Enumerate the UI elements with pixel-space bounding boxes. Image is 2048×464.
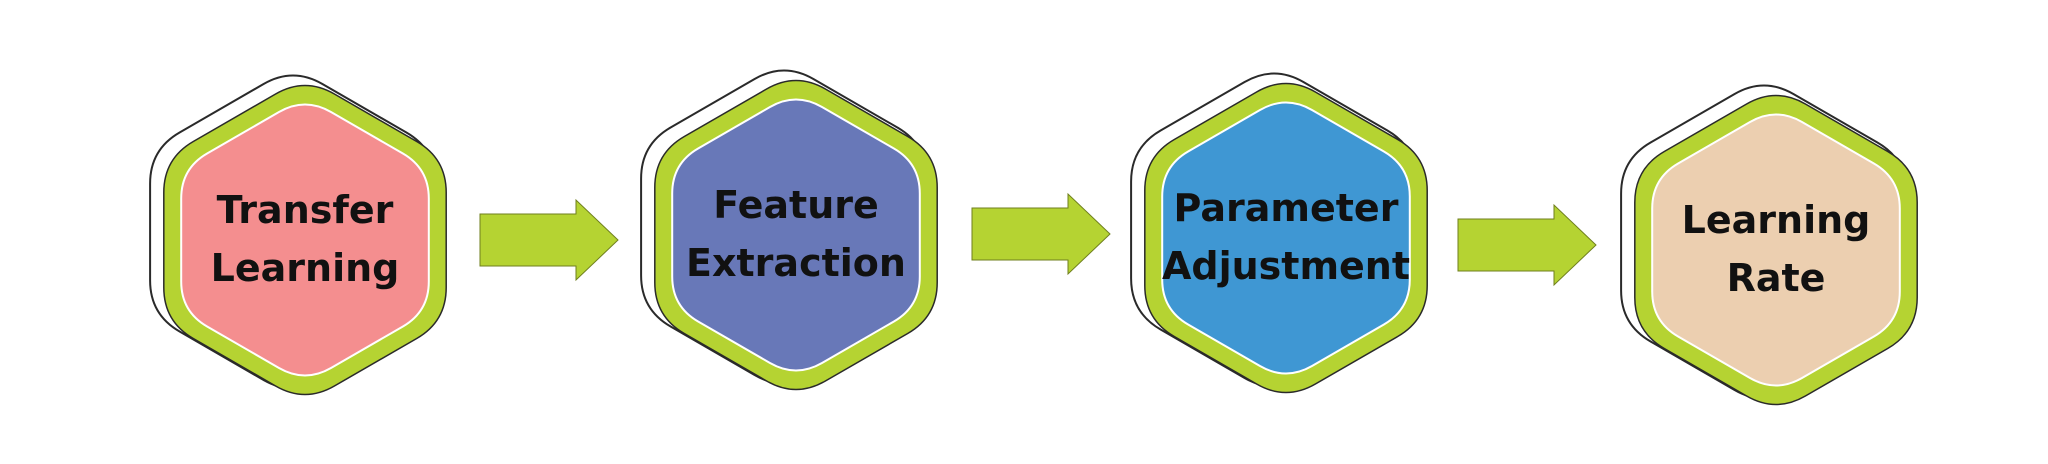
node-label-line: Extraction <box>686 241 906 285</box>
node-fill <box>1651 113 1901 387</box>
node-label-line: Parameter <box>1174 186 1399 230</box>
node-label-line: Adjustment <box>1162 244 1410 288</box>
node-fill <box>1161 101 1411 375</box>
arrow-parameter-adjustment-to-learning-rate <box>1457 203 1597 287</box>
node-label-line: Feature <box>713 183 879 227</box>
node-label-line: Learning <box>211 246 400 290</box>
node-fill <box>671 98 921 372</box>
arrows-layer <box>479 192 1597 287</box>
node-label-line: Transfer <box>217 188 394 232</box>
node-fill <box>180 103 430 377</box>
arrow-transfer-learning-to-feature-extraction <box>479 198 619 282</box>
node-label-line: Learning <box>1682 198 1871 242</box>
arrow-feature-extraction-to-parameter-adjustment <box>971 192 1111 276</box>
node-label-line: Rate <box>1727 256 1826 300</box>
